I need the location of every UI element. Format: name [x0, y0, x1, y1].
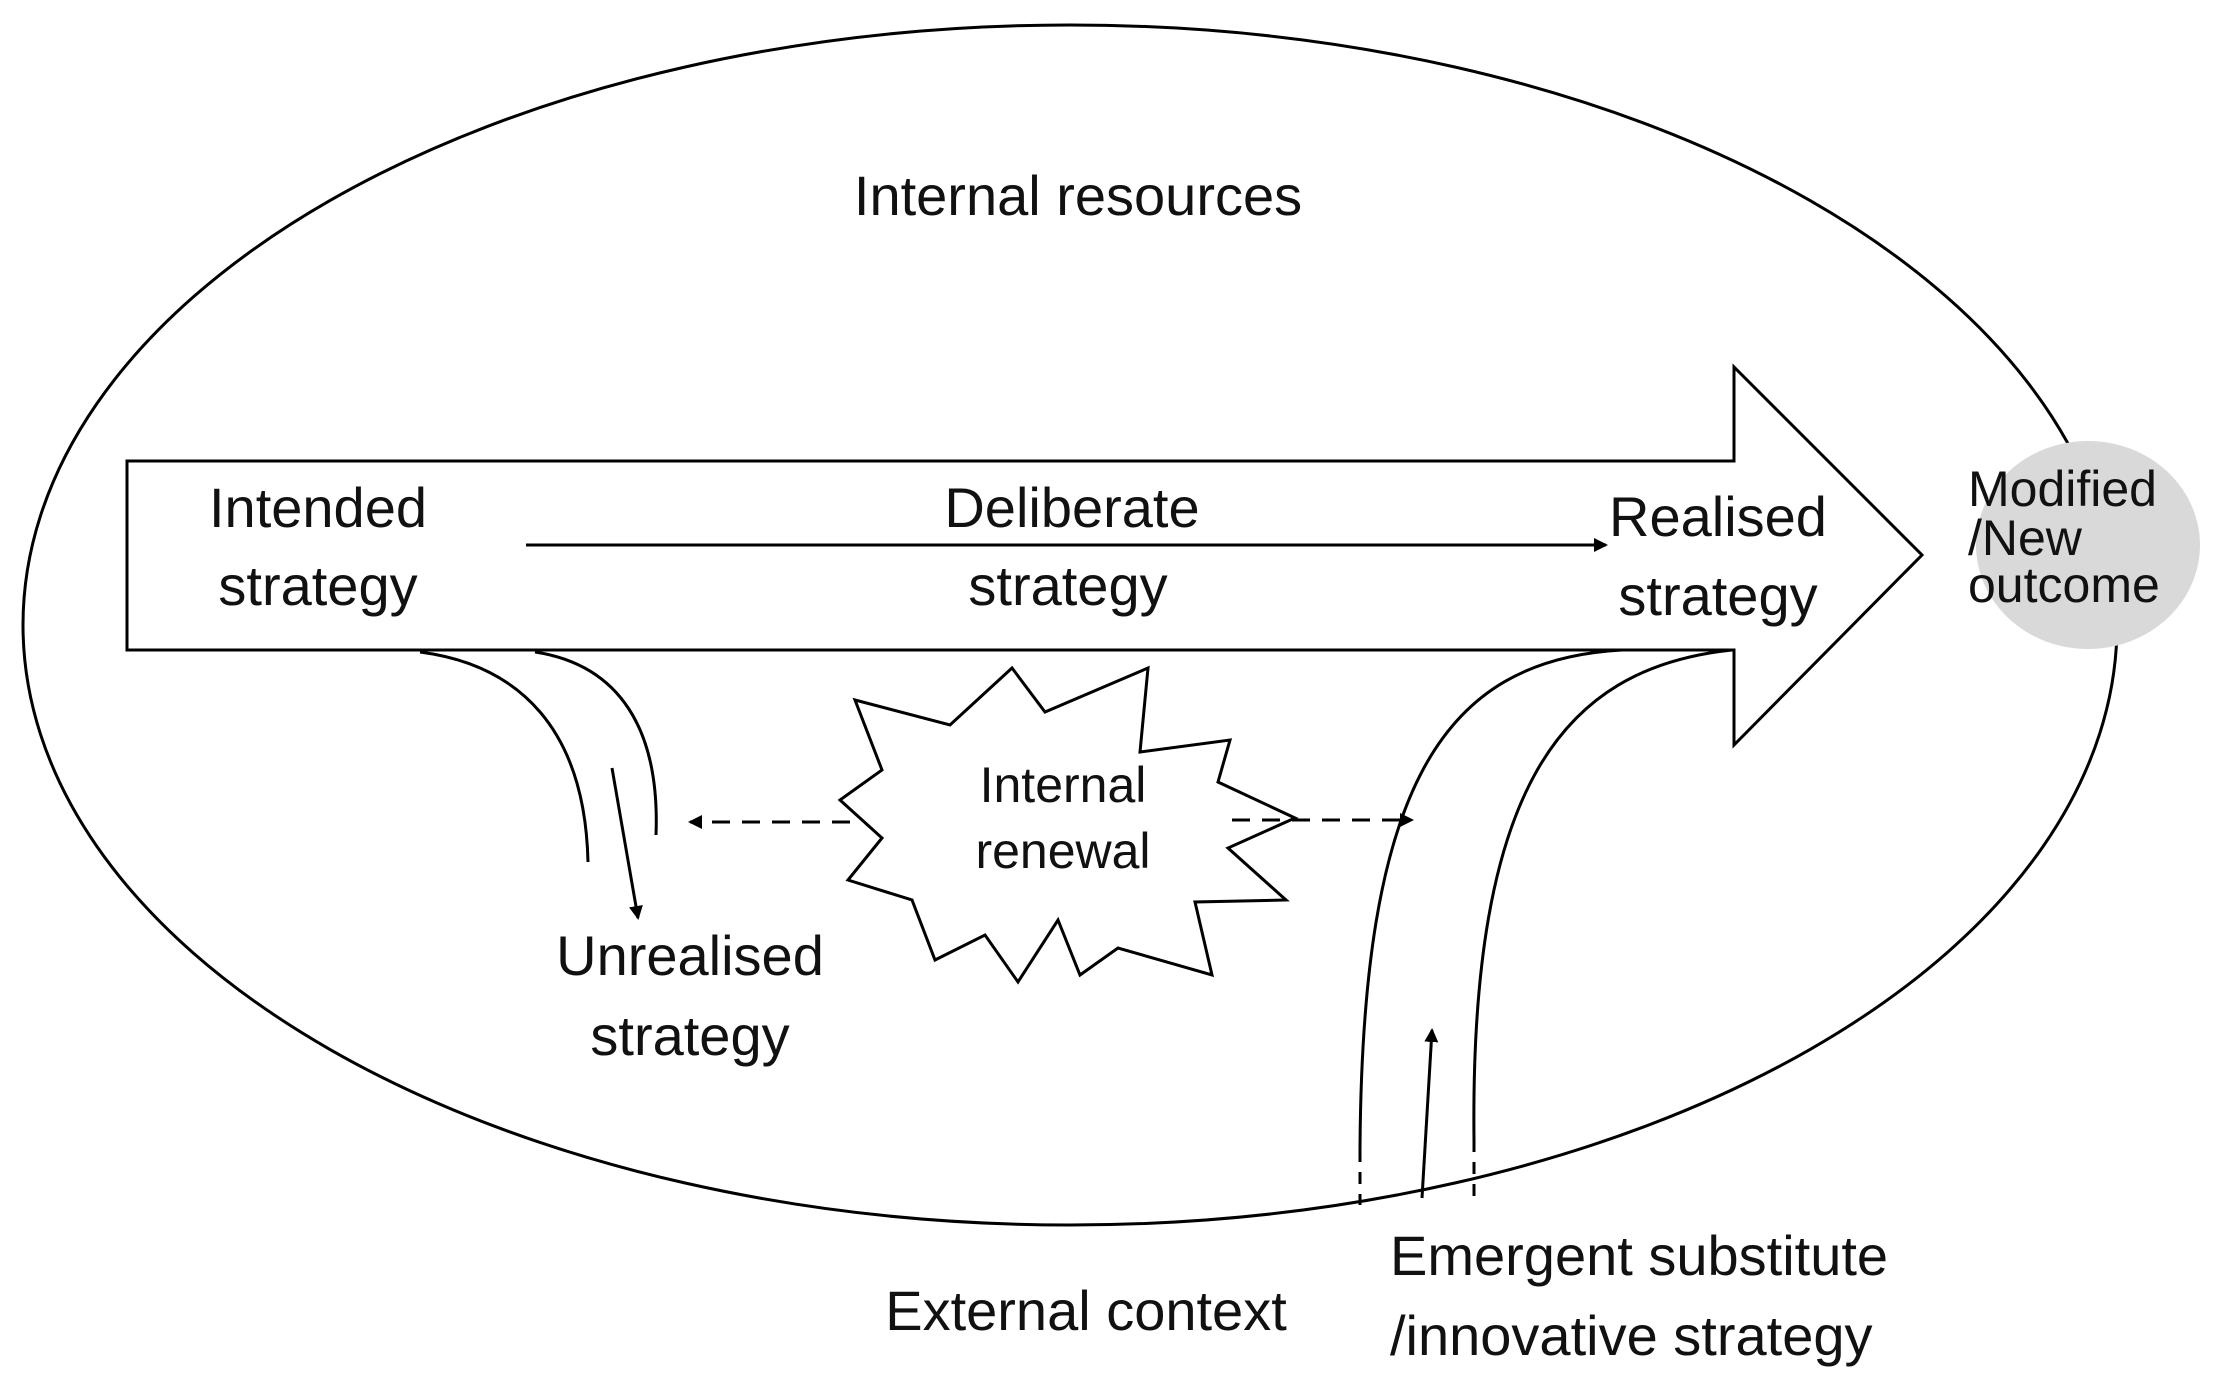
- unrealised-strategy-label-line2: strategy: [590, 1004, 789, 1067]
- internal-resources-label: Internal resources: [854, 164, 1302, 227]
- deliberate-strategy-label-line2: strategy: [968, 554, 1167, 617]
- outcome-circle: [1976, 441, 2200, 649]
- internal-renewal-label-line2: renewal: [975, 823, 1150, 879]
- emergent-branch-outer: [1358, 648, 1623, 1151]
- unrealised-branch-inner: [534, 650, 658, 836]
- unrealised-strategy-label-line1: Unrealised: [556, 924, 824, 987]
- main-strategy-arrow: [125, 363, 1925, 749]
- internal-renewal-burst: [837, 665, 1299, 985]
- intended-strategy-label-line1: Intended: [209, 476, 427, 539]
- outcome-label-line1: Modified: [1968, 461, 2157, 517]
- unrealised-arrow: [610, 767, 643, 920]
- unrealised-branch-outer: [419, 650, 590, 863]
- deliberate-strategy-label-line1: Deliberate: [944, 476, 1199, 539]
- outcome-label-line3: outcome: [1968, 557, 2160, 613]
- outcome-label-line2: /New: [1968, 510, 2083, 566]
- emergent-strategy-label-line1: Emergent substitute: [1390, 1224, 1888, 1287]
- realised-strategy-label-line2: strategy: [1618, 564, 1817, 627]
- emergent-strategy-label-line2: /innovative strategy: [1390, 1304, 1872, 1367]
- intended-strategy-label-line2: strategy: [218, 554, 417, 617]
- internal-renewal-label-line1: Internal: [980, 757, 1147, 813]
- emergent-arrow: [1420, 1028, 1439, 1199]
- emergent-branch-inner: [1472, 648, 1733, 1141]
- realised-strategy-label-line1: Realised: [1609, 485, 1827, 548]
- external-context-label: External context: [885, 1279, 1287, 1342]
